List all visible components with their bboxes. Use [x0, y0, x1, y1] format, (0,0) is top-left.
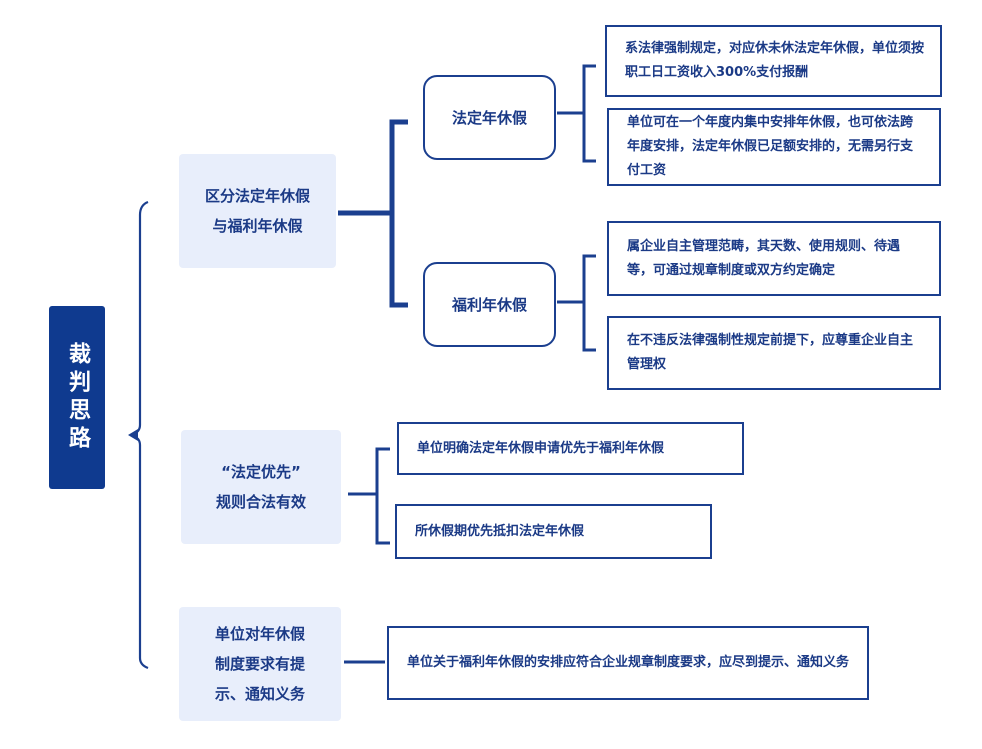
- leaf-notify-1: 单位关于福利年休假的安排应符合企业规章制度要求，应尽到提示、通知义务: [387, 626, 869, 700]
- branch-label: 单位对年休假 制度要求有提 示、通知义务: [214, 625, 305, 703]
- welfare-connector: [557, 254, 596, 352]
- leaf-text: 单位可在一个年度内集中安排年休假，也可依法跨年度安排，法定年休假已足额安排的，无…: [627, 115, 914, 178]
- leaf-text: 所休假期优先抵扣法定年休假: [415, 523, 585, 539]
- leaf-text: 单位关于福利年休假的安排应符合企业规章制度要求，应尽到提示、通知义务: [407, 655, 850, 670]
- leaf-welfare-1: 属企业自主管理范畴，其天数、使用规则、待遇等，可通过规章制度或双方约定确定: [607, 221, 941, 296]
- leaf-priority-2: 所休假期优先抵扣法定年休假: [395, 504, 712, 559]
- leaf-welfare-2: 在不违反法律强制性规定前提下，应尊重企业自主管理权: [607, 316, 941, 390]
- statutory-connector: [557, 64, 596, 163]
- subnode-welfare-leave: 福利年休假: [423, 262, 556, 347]
- leaf-priority-1: 单位明确法定年休假申请优先于福利年休假: [397, 422, 744, 475]
- branch-node-statutory-priority: “法定优先” 规则合法有效: [181, 430, 341, 544]
- branch-label: 区分法定年休假 与福利年休假: [204, 187, 310, 235]
- subnode-label: 福利年休假: [451, 296, 527, 314]
- leaf-text: 属企业自主管理范畴，其天数、使用规则、待遇等，可通过规章制度或双方约定确定: [627, 238, 901, 278]
- subnode-label: 法定年休假: [451, 109, 527, 127]
- subnode-statutory-leave: 法定年休假: [423, 75, 556, 160]
- leaf-statutory-1: 系法律强制规定，对应休未休法定年休假，单位须按职工日工资收入300%支付报酬: [605, 25, 942, 97]
- branch2-connector: [348, 447, 390, 545]
- root-node: 裁判思路: [49, 306, 105, 489]
- branch-node-distinguish: 区分法定年休假 与福利年休假: [179, 154, 336, 268]
- brace-pointer: [128, 429, 138, 441]
- branch1-connector: [338, 119, 408, 308]
- leaf-text: 系法律强制规定，对应休未休法定年休假，单位须按职工日工资收入300%支付报酬: [625, 41, 925, 80]
- leaf-text: 单位明确法定年休假申请优先于福利年休假: [417, 440, 665, 456]
- branch-node-notify-duty: 单位对年休假 制度要求有提 示、通知义务: [179, 607, 341, 721]
- leaf-statutory-2: 单位可在一个年度内集中安排年休假，也可依法跨年度安排，法定年休假已足额安排的，无…: [607, 108, 941, 186]
- branch-label: “法定优先” 规则合法有效: [215, 463, 306, 511]
- root-label: 裁判思路: [65, 341, 90, 454]
- leaf-text: 在不违反法律强制性规定前提下，应尊重企业自主管理权: [627, 333, 914, 372]
